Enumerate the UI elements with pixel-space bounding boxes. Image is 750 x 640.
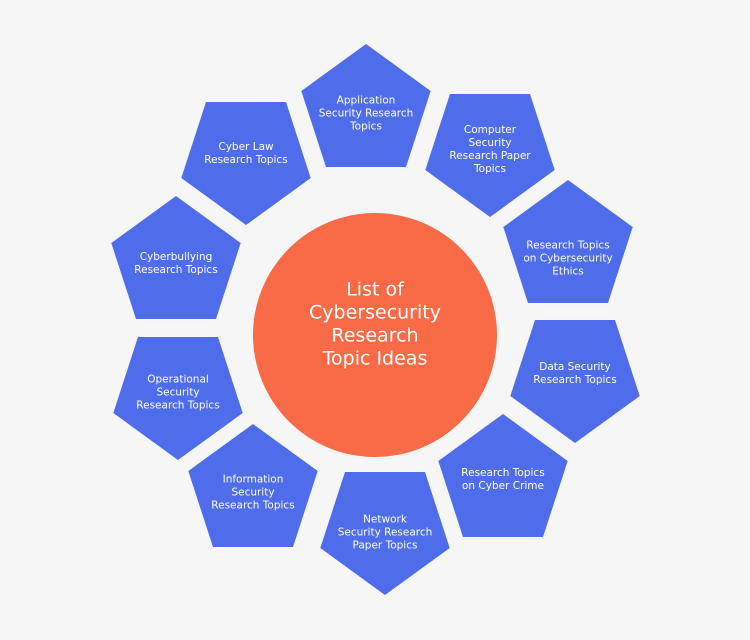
pentagon-shape: [111, 196, 241, 319]
topic-label-line: Security: [468, 137, 511, 149]
topic-label-line: Cyber Law: [218, 141, 274, 153]
topic-label-line: Security: [156, 387, 199, 399]
pentagon-shape: [503, 180, 633, 303]
pentagon-shape: [301, 44, 431, 167]
pentagon-shape: [181, 102, 311, 225]
topic-label-line: Paper Topics: [353, 540, 418, 552]
topic-label-line: Information: [223, 474, 284, 486]
topic-label-line: Security: [231, 487, 274, 499]
topic-label-line: Data Security: [539, 361, 611, 373]
topic-label-line: Operational: [147, 374, 209, 386]
topic-label-line: Ethics: [552, 266, 584, 278]
center-title-line: Cybersecurity: [309, 302, 441, 324]
topic-label-line: Research Topics: [533, 374, 616, 386]
topic-label-line: Cyberbullying: [140, 251, 213, 263]
topic-label-line: Application: [337, 95, 396, 107]
pentagon-shape: [425, 94, 555, 217]
pentagon-shape: [320, 472, 450, 595]
topic-label-line: Research Topics: [461, 467, 544, 479]
topic-label-line: Computer: [464, 124, 517, 136]
topic-label-line: Security Research: [338, 527, 433, 539]
center-title-line: List of: [346, 279, 405, 301]
center-title-line: Topic Ideas: [322, 348, 428, 370]
center-circle-shape: [253, 213, 497, 457]
pentagon-shape: [510, 320, 640, 443]
topic-label-line: Research Topics: [211, 500, 294, 512]
topic-label-line: Network: [363, 514, 408, 526]
topic-label-line: Research Topics: [204, 154, 287, 166]
topic-label-line: on Cybersecurity: [523, 253, 612, 265]
topic-label-line: Research Paper: [449, 150, 531, 162]
pentagon-shape: [438, 414, 568, 537]
topic-label-line: Security Research: [319, 108, 414, 120]
pentagon-shape: [188, 424, 318, 547]
topic-label-line: Topics: [473, 163, 506, 175]
topic-label-line: Research Topics: [526, 240, 609, 252]
topic-label-line: Research Topics: [136, 400, 219, 412]
center-title-line: Research: [331, 325, 418, 347]
topic-label-line: Research Topics: [134, 264, 217, 276]
topic-label-line: Topics: [349, 121, 382, 133]
pentagon-shape: [113, 337, 243, 460]
topic-label-line: on Cyber Crime: [462, 480, 544, 492]
